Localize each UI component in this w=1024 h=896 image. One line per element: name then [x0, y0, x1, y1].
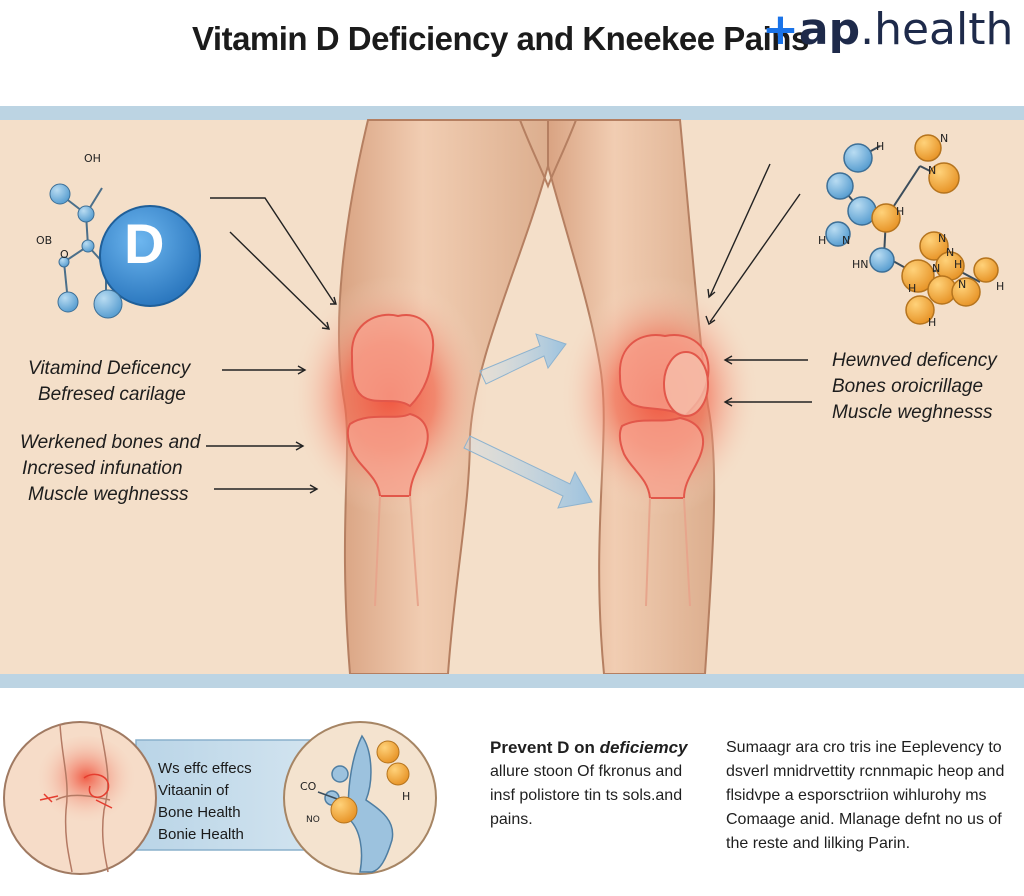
summary-line-4: Comaage anid. Mlanage defnt no us of: [726, 811, 1002, 828]
right-knee-bones: [618, 334, 710, 607]
page-title: Vitamin D Deficiency and Kneekee Pains: [192, 20, 809, 57]
prevention-heading-a: Prevent D on: [490, 738, 600, 757]
brand-logo[interactable]: +ap.health: [762, 4, 1013, 55]
atom-label-n1: N: [940, 132, 949, 145]
top-stripe: [0, 106, 1024, 120]
right-label-1: Hewnved deficency: [832, 350, 997, 371]
left-knee-bones: [346, 313, 435, 607]
amino-molecule: [825, 134, 999, 325]
atom-label-n4: N: [938, 232, 947, 245]
summary-line-3: flsidvpe a esporsctriion wihlurohy ms: [726, 787, 987, 804]
atom-label-h5: H: [996, 280, 1005, 293]
info-box-text: Ws effc effecs Vitaanin of Bone Health B…: [158, 758, 252, 846]
pointer-lines: [206, 163, 812, 494]
vitamin-d-badge-letter: D: [124, 212, 165, 275]
atom-label-n3: N: [842, 234, 851, 247]
atom-label-h3: H: [818, 234, 827, 247]
summary-line-5: the reste and lilking Parin.: [726, 835, 911, 852]
atom-label-h1: H: [876, 140, 885, 153]
summary-line-2: dsverl mnidrvettity rcnnmapic heop and: [726, 763, 1005, 780]
left-label-4: Incresed infunation: [22, 458, 183, 479]
info-box-line-1: Ws effc effecs: [158, 760, 252, 777]
summary-line-1: Sumaagr ara cro tris ine Eeplevency to: [726, 739, 1002, 756]
bottom-atom-h: H: [402, 790, 411, 803]
atom-label-h2: H: [896, 205, 905, 218]
atom-label-h4: H: [908, 282, 917, 295]
right-label-2: Bones oroicrillage: [832, 376, 984, 397]
info-box-line-3: Bone Health: [158, 804, 241, 821]
logo-tld: health: [874, 4, 1014, 55]
prevention-text: Prevent D on deficiemcy allure stoon Of …: [490, 736, 687, 832]
right-label-3: Muscle weghnesss: [832, 402, 993, 423]
left-label-5: Muscle weghnesss: [28, 484, 189, 505]
left-label-2: Befresed carilage: [38, 384, 186, 405]
prevention-line-1: allure stoon Of fkronus and: [490, 763, 683, 780]
logo-plus: +: [762, 4, 799, 55]
atom-label-ob: OB: [36, 234, 53, 247]
atom-label-n6: N: [958, 278, 967, 291]
bottom-atom-no: NO: [306, 815, 320, 825]
knee-illustration: [49, 119, 999, 674]
left-label-3: Werkened bones and: [20, 432, 201, 453]
flow-arrow-upper: [479, 333, 567, 385]
atom-label-n5: N: [932, 262, 941, 275]
logo-brand: ap: [798, 4, 861, 55]
vitamin-d-molecule: [49, 183, 201, 319]
bottom-illustration: [3, 721, 437, 875]
prevention-line-3: pains.: [490, 811, 533, 828]
info-box-line-2: Vitaanin of: [158, 782, 229, 799]
atom-label-oh: OH: [84, 152, 101, 165]
logo-dot: .: [860, 4, 875, 55]
bottom-stripe: [0, 674, 1024, 688]
atom-label-h6: H: [928, 316, 937, 329]
atom-label-n2: N: [928, 164, 937, 177]
summary-text: Sumaagr ara cro tris ine Eeplevency to d…: [726, 736, 1004, 856]
left-label-1: Vitamind Deficency: [28, 358, 191, 379]
info-box-line-4: Bonie Health: [158, 826, 244, 843]
prevention-line-2: insf polistore tin ts sols.and: [490, 787, 683, 804]
atom-label-h7: H: [954, 258, 963, 271]
flow-arrow-lower: [463, 435, 593, 509]
atom-label-o: O: [60, 248, 69, 261]
bottom-atom-co: CO: [300, 780, 317, 793]
atom-label-hn: HN: [852, 258, 869, 271]
prevention-heading-b: deficiemcy: [599, 738, 688, 757]
prevention-heading: Prevent D on deficiemcy: [490, 736, 687, 760]
atom-label-n7: N: [946, 246, 955, 259]
